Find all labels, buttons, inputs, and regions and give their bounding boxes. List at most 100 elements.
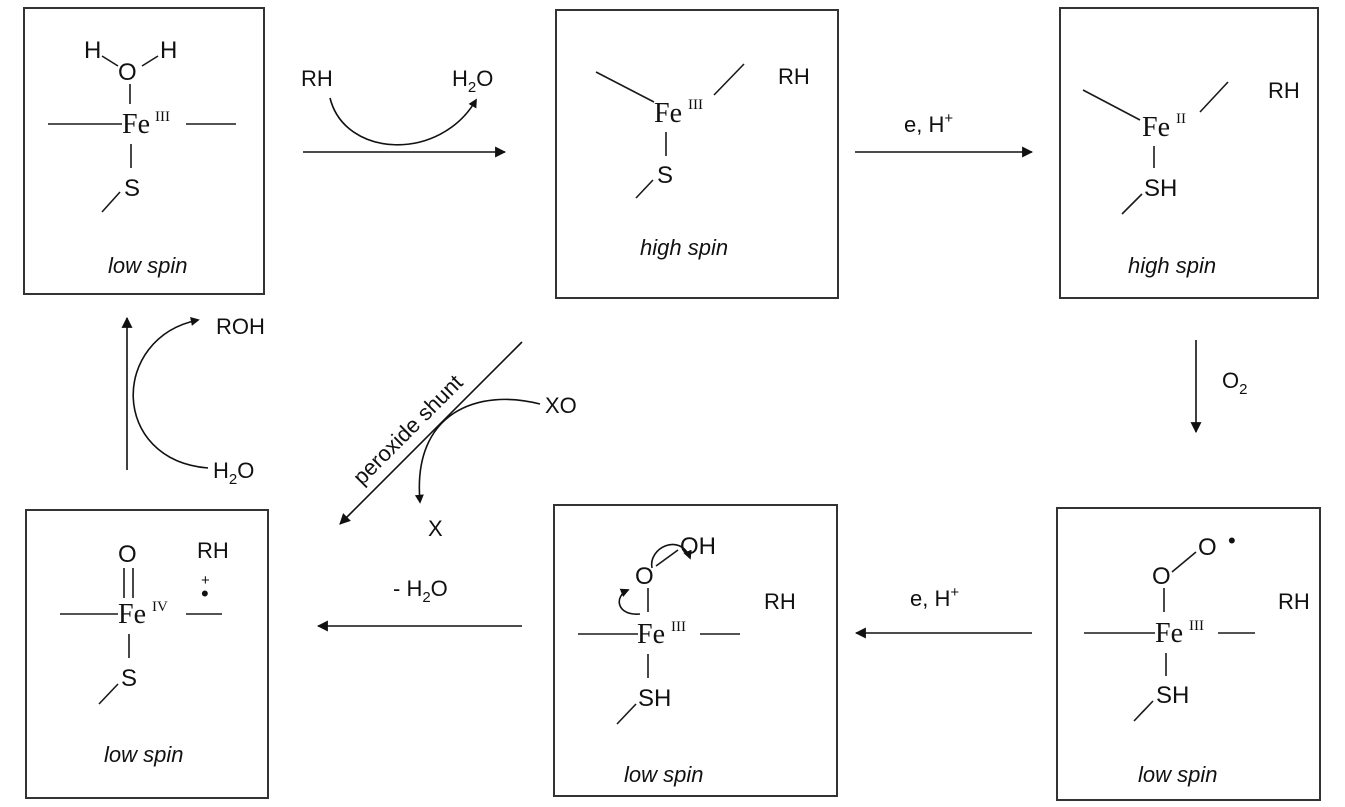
proton-charge: + [950,584,959,601]
cysteine-bond [616,703,637,725]
hydroxyl-group: OH [680,533,716,560]
reduction-text: e, H [904,112,944,137]
water-loss-label: - H2O [393,576,448,606]
curved-exchange-arrow [132,317,209,469]
state-box [553,504,838,797]
water-subscript: 2 [422,589,430,606]
h-atom-right: H [160,37,177,64]
electron-push-arrow-top [651,543,692,569]
oxidant-in-label: XO [545,393,577,418]
shunt-curved-arrow [414,398,541,504]
shunt-label: peroxide shunt [348,370,468,490]
state-substrate-bound-high-spin: Fe III RH S high spin [555,9,839,299]
sulfur-atom: S [124,175,140,202]
oxidation-state: III [688,97,703,113]
substrate-label: RH [1278,589,1310,614]
radical-cation-dot: • [201,581,209,606]
oh-bond-right [141,55,159,67]
iron-atom: Fe [637,619,665,650]
reduction-label: e, H+ [910,584,959,611]
oxidation-state: IV [152,599,168,615]
state-superoxo-low-spin: O • O Fe III RH SH low spin [1056,507,1321,801]
step-oxygen-binding: O2 [1190,340,1247,434]
step-peroxide-shunt: peroxide shunt XO X [339,341,577,541]
state-reduced-ferrous-high-spin: Fe II RH SH high spin [1059,7,1319,299]
state-box [555,9,839,299]
thiol-ligand: SH [1144,175,1177,202]
oxygen-o: O [1222,368,1239,393]
oh-bond-left [101,55,119,67]
reduction-text: e, H [910,586,950,611]
iron-atom: Fe [1155,618,1183,649]
state-hydroperoxo-low-spin: OH O Fe III RH SH low spin [553,504,838,797]
cysteine-bond [1121,193,1143,215]
substrate-label: RH [764,589,796,614]
o-o-bond [1171,551,1197,573]
cysteine-bond [101,191,121,213]
proton-charge: + [944,110,953,127]
cysteine-bond [635,179,654,199]
iron-atom: Fe [118,599,146,630]
proximal-oxygen: O [1152,563,1171,590]
step-substrate-binding: RH H2O [301,66,507,158]
porphyrin-bond-right [713,63,745,96]
radical-cation-plus: + [201,572,210,589]
spin-state-label: low spin [624,762,703,787]
step-hydroxylation: ROH H2O [121,314,265,488]
curved-exchange-arrow [329,97,477,146]
oxo-atom: O [118,541,137,568]
reduced-oxidant-label: X [428,516,443,541]
terminal-oxygen: O [1198,534,1217,561]
sulfur-atom: S [121,665,137,692]
shunt-arrow [339,341,523,525]
iron-atom: Fe [122,109,150,140]
oxidation-state: III [671,619,686,635]
spin-state-label: high spin [1128,253,1216,278]
state-box [1056,507,1321,801]
iron-atom: Fe [1142,112,1170,143]
iron-atom: Fe [654,98,682,129]
substrate-in-label: RH [301,66,333,91]
water-subscript: 2 [229,471,237,488]
water-o: O [431,576,448,601]
oxidation-state: III [155,109,170,125]
water-subscript: 2 [468,79,476,96]
state-box [1059,7,1319,299]
state-box [25,509,269,799]
reduction-label: e, H+ [904,110,953,137]
thiol-ligand: SH [1156,682,1189,709]
substrate-label: RH [1268,78,1300,103]
oxygen-subscript: 2 [1239,381,1247,398]
porphyrin-bond-right [1199,81,1229,113]
water-o: O [237,458,254,483]
spin-state-label: low spin [108,253,187,278]
porphyrin-bond-left [595,71,655,103]
step-dehydration: - H2O [316,576,522,632]
proximal-oxygen: O [635,563,654,590]
state-resting-low-spin: H H O Fe III S low spin [23,7,265,295]
sulfur-atom: S [657,162,673,189]
spin-state-label: high spin [640,235,728,260]
water-h: H [452,66,468,91]
thiol-ligand: SH [638,685,671,712]
h-atom-left: H [84,37,101,64]
radical-dot: • [1228,528,1236,553]
oxygen-label: O2 [1222,368,1247,398]
step-second-reduction: e, H+ [854,584,1032,639]
state-box [23,7,265,295]
electron-push-arrow-left [618,588,641,615]
cysteine-bond [1133,700,1154,722]
step-first-reduction: e, H+ [855,110,1034,158]
oxidation-state: II [1176,111,1186,127]
water-o: O [476,66,493,91]
water-loss-text: - H [393,576,422,601]
cysteine-bond [98,683,119,705]
water-out-label: H2O [452,66,493,96]
spin-state-label: low spin [1138,762,1217,787]
o-o-bond [655,549,679,567]
product-out-label: ROH [216,314,265,339]
water-h: H [213,458,229,483]
porphyrin-bond-left [1082,89,1141,121]
oxidation-state: III [1189,618,1204,634]
